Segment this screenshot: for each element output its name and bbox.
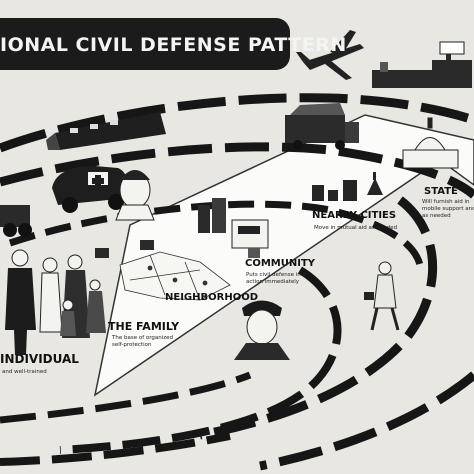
nearby-cities-label: NEARBY CITIES: [312, 210, 396, 221]
family-label: THE FAMILY: [108, 320, 179, 333]
community-desc: Puts civil defense into action immediate…: [246, 272, 306, 286]
individual-figure-icon: [5, 250, 36, 355]
family-figures-icon: [40, 255, 106, 338]
truck-convoy-icon: [285, 103, 359, 150]
individual-desc: and well-trained: [2, 369, 47, 376]
jeep-icon: [0, 205, 32, 237]
state-label: STATE: [424, 186, 458, 197]
ring-band-7: [260, 375, 474, 466]
community-label: COMMUNITY: [245, 258, 315, 269]
road-sign-icon: [440, 42, 464, 54]
walking-man-icon: [364, 262, 398, 330]
ring-band-8: [0, 436, 230, 462]
house-icon: [140, 240, 154, 250]
state-desc: Will furnish aid in mobile support and a…: [422, 199, 474, 220]
ring-band-6: [0, 375, 250, 420]
individual-label: INDIVIDUAL: [0, 352, 79, 366]
nearby-cities-desc: Move in mutual aid as needed: [314, 225, 397, 232]
family-desc: The base of organized self-protection: [112, 335, 173, 349]
policeman-icon: [234, 301, 290, 361]
ambulance-icon: [52, 166, 129, 213]
house-icon: [95, 248, 109, 258]
neighborhood-label: NEIGHBORHOOD: [165, 292, 258, 303]
page-title: IONAL CIVIL DEFENSE PATTERN: [0, 34, 347, 56]
